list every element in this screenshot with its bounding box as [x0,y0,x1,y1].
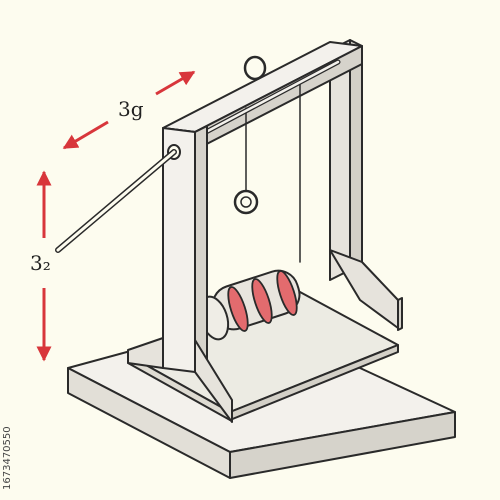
horizontal-arrow-right [155,70,196,96]
top-ring [243,55,267,81]
front-left-post [162,125,208,373]
hanging-ring-inner [240,196,252,208]
horizontal-dimension-label: 3g [118,97,144,121]
lever-arm [55,149,177,253]
right-brace [329,249,403,331]
dimension-arrows [36,70,196,362]
horizontal-arrow-left [62,120,109,150]
drum-band-3 [276,270,298,316]
left-brace [127,337,233,423]
vertical-dimension-label: 3₂ [30,251,51,275]
drum-band-1 [227,286,249,332]
watermark-id: 1673470550 [2,426,13,490]
hanging-ring [233,189,259,215]
drum-band-2 [251,278,273,324]
floor-plate [127,291,399,421]
